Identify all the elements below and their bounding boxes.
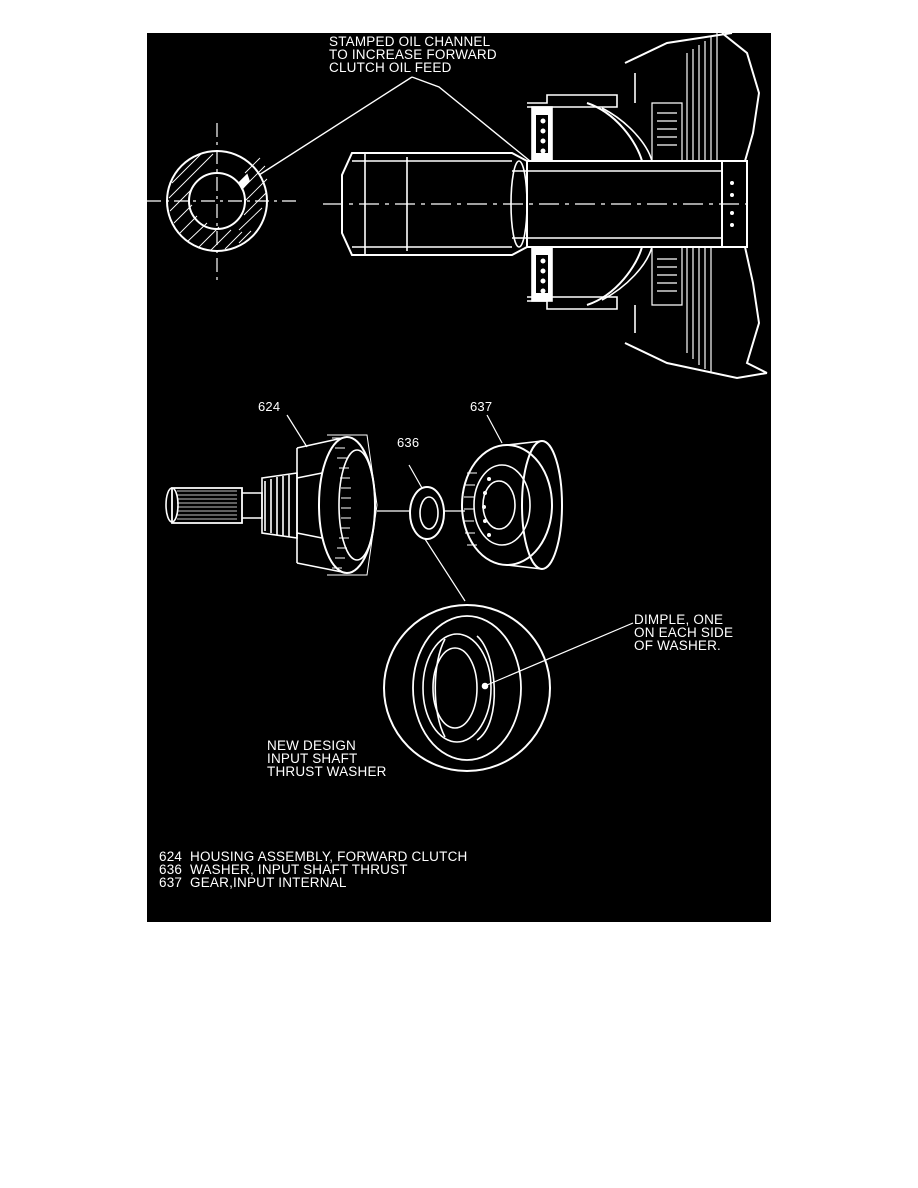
oil-channel-callout: STAMPED OIL CHANNEL TO INCREASE FORWARD …: [329, 34, 497, 75]
legend-row: 624 HOUSING ASSEMBLY, FORWARD CLUTCH: [159, 849, 468, 864]
part-number-637: 637: [470, 399, 493, 414]
legend-row: 636 WASHER, INPUT SHAFT THRUST: [159, 862, 408, 877]
shaft-cross-section: [147, 123, 297, 283]
leader-624: [286, 414, 308, 448]
leader-637: [486, 414, 503, 444]
part-number-636: 636: [397, 435, 420, 450]
forward-clutch-housing-section: [527, 33, 768, 380]
new-design-callout: NEW DESIGN INPUT SHAFT THRUST WASHER: [267, 738, 387, 779]
legend-row: 637 GEAR,INPUT INTERNAL: [159, 875, 347, 890]
input-shaft-side: [323, 152, 747, 256]
new-design-thrust-washer-detail: [383, 538, 634, 772]
leader-636: [408, 464, 423, 489]
transmission-diagram: [147, 33, 768, 772]
forward-clutch-housing-624: [165, 434, 378, 576]
diagram-panel: STAMPED OIL CHANNEL TO INCREASE FORWARD …: [147, 33, 771, 922]
dimple-callout: DIMPLE, ONE ON EACH SIDE OF WASHER.: [634, 612, 734, 653]
thrust-washer-636: [377, 486, 465, 540]
input-internal-gear-637: [461, 440, 563, 570]
part-number-624: 624: [258, 399, 281, 414]
parts-legend: 624 HOUSING ASSEMBLY, FORWARD CLUTCH 636…: [159, 849, 468, 890]
oil-channel-leaders: [258, 76, 531, 176]
